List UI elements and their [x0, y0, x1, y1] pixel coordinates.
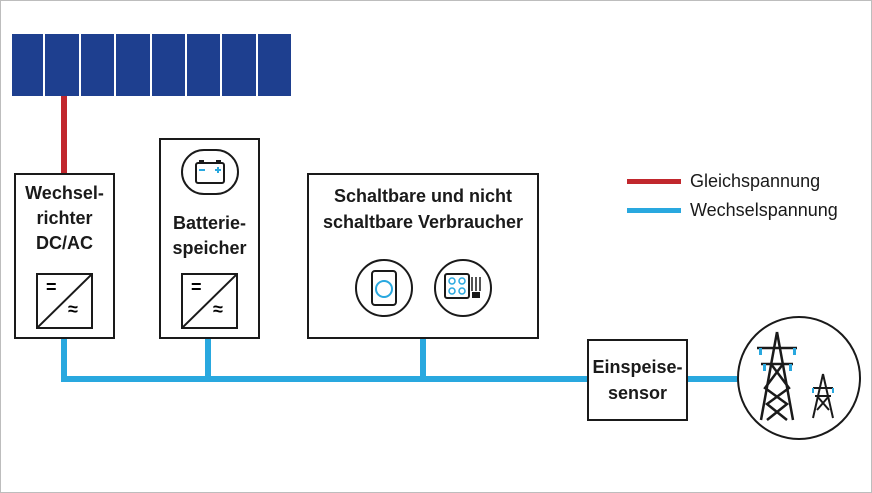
feed-in-sensor-box: Einspeise- sensor [587, 339, 688, 421]
ac-symbol: ≈ [213, 299, 223, 319]
sensor-label-1: Einspeise- [592, 357, 683, 377]
dc-symbol: = [191, 277, 202, 297]
inverter-label-1: Wechsel- [25, 183, 104, 203]
inverter-box: Wechsel- richter DC/AC = ≈ [14, 173, 115, 339]
power-pylon-icon [737, 316, 861, 440]
battery-label-2: speicher [172, 238, 247, 258]
legend-dc-swatch [627, 179, 681, 184]
washing-machine-icon [355, 259, 413, 317]
inverter-converter-symbol: = ≈ [36, 273, 93, 329]
sensor-label-2: sensor [607, 383, 668, 403]
dc-symbol: = [46, 277, 57, 297]
consumers-label-1: Schaltbare und nicht [333, 186, 513, 206]
legend-ac-label: Wechselspannung [690, 200, 838, 220]
battery-converter-symbol: = ≈ [181, 273, 238, 329]
battery-label-1: Batterie- [172, 213, 247, 233]
cooktop-and-bulb-icon [434, 259, 492, 317]
consumers-box: Schaltbare und nicht schaltbare Verbrauc… [307, 173, 539, 339]
car-battery-icon [181, 149, 239, 195]
legend-dc-label: Gleichspannung [690, 171, 821, 191]
legend-dc: Gleichspannung [627, 171, 820, 192]
inverter-label-3: DC/AC [36, 233, 93, 253]
inverter-label-2: richter [36, 208, 93, 228]
ac-bus [61, 337, 737, 382]
battery-storage-box: Batterie- speicher = ≈ [159, 138, 260, 339]
solar-panel [12, 34, 291, 96]
ac-symbol: ≈ [68, 299, 78, 319]
consumers-label-2: schaltbare Verbraucher [322, 212, 524, 232]
legend-ac: Wechselspannung [627, 200, 838, 221]
legend-ac-swatch [627, 208, 681, 213]
